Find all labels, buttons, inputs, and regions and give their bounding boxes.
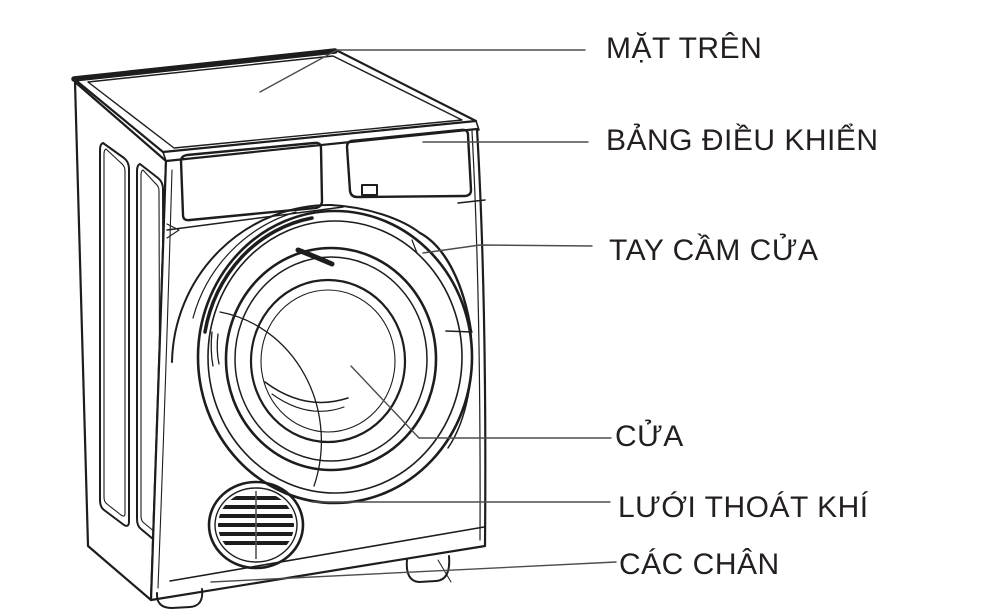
control-panel — [345, 128, 473, 199]
side-groove-left — [99, 142, 130, 527]
label-mat-tren: MẶT TRÊN — [606, 32, 763, 65]
front-panel — [149, 127, 487, 602]
top-panel — [71, 48, 480, 162]
label-cac-chan: CÁC CHÂN — [619, 548, 780, 581]
door-glass — [249, 247, 407, 444]
display-window — [361, 184, 378, 196]
leader-lines — [210, 49, 617, 583]
door — [196, 209, 474, 505]
foot-right — [405, 555, 451, 583]
door-handle — [411, 231, 473, 333]
label-bang-dieu-khien: BẢNG ĐIỀU KHIỂN — [606, 124, 879, 157]
foot-left — [155, 588, 204, 609]
detergent-drawer-panel — [179, 141, 324, 222]
door-hinge — [210, 331, 220, 367]
label-luoi-thoat-khi: LƯỚI THOÁT KHÍ — [618, 491, 869, 524]
leader-mat-tren — [259, 49, 586, 93]
leader-tay-cam-cua — [422, 244, 593, 254]
label-tay-cam-cua: TAY CẦM CỬA — [609, 234, 819, 267]
vent-grille — [207, 480, 305, 570]
leader-cua — [350, 365, 612, 439]
side-panel — [73, 80, 168, 602]
label-cua: CỬA — [615, 420, 684, 453]
leader-cac-chan — [210, 561, 617, 583]
